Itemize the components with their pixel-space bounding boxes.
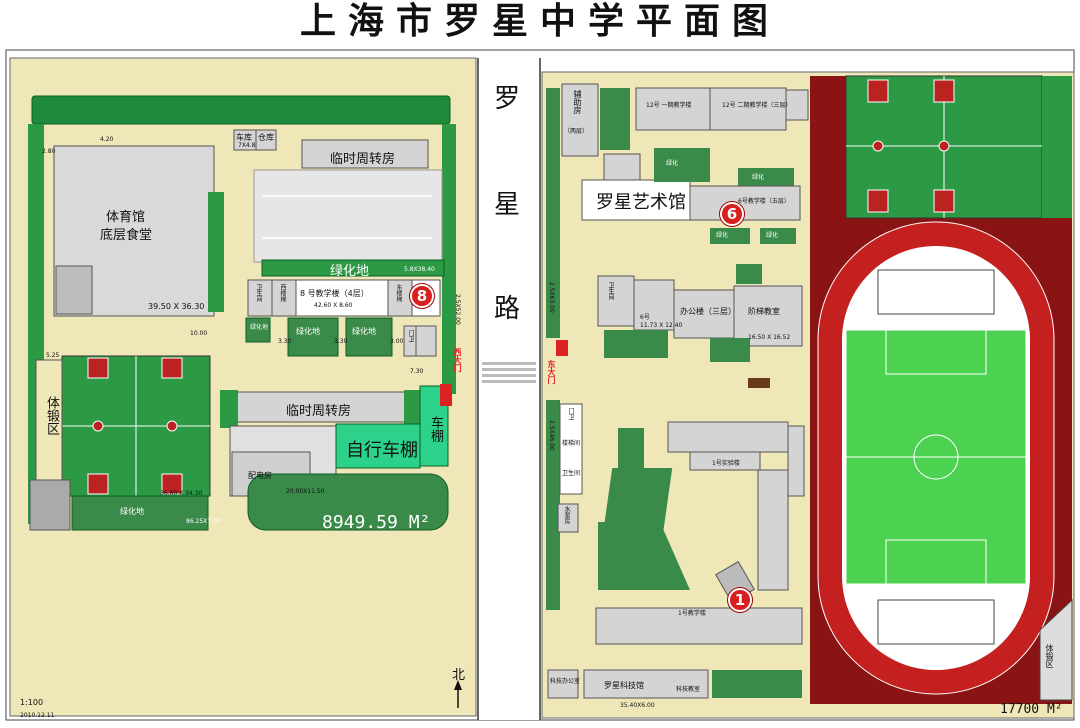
west-guard: 门卫 <box>407 330 414 342</box>
building-6-label: 6号教学楼（五层） <box>738 198 790 205</box>
crosswalk <box>482 362 536 383</box>
marker-6[interactable]: 6 <box>720 202 744 226</box>
east-gate-label: 东大门 <box>547 360 556 384</box>
east-green-c: 绿化 <box>716 232 729 239</box>
dim-5: 7.30 <box>410 368 424 375</box>
b12-right: 12号 二期教学楼（三层） <box>722 102 792 109</box>
road-name-2: 星 <box>494 190 521 220</box>
museum-label: 罗星艺术馆 <box>596 192 686 213</box>
west-pe-area: 体锻区 <box>44 396 59 435</box>
east-toilet-2: 卫生间 <box>562 470 581 477</box>
tech-class-label: 科技教室 <box>676 686 701 693</box>
lecture-hall <box>733 285 803 347</box>
building-8-dim: 42.60 X 8.60 <box>314 302 353 309</box>
east-guard: 门卫 <box>567 408 574 420</box>
gym-label-1: 体育馆 <box>106 210 146 225</box>
scale-label: 1:100 <box>20 698 44 707</box>
green-strip-label: 绿化地 <box>330 264 370 279</box>
building-8-west-stair: 西楼梯 <box>279 284 286 302</box>
aux-floors: （两层） <box>564 128 589 135</box>
warehouse-label: 仓库 <box>258 133 274 142</box>
lecture-dim: 16.50 X 16.52 <box>748 334 791 341</box>
north-label: 北 <box>452 668 466 683</box>
dim-4: 5.25 <box>46 352 60 359</box>
tech-office-label: 科技办公室 <box>550 678 581 685</box>
dim-7: 3.30 <box>278 338 292 345</box>
date-label: 2010.12.11 <box>20 712 55 719</box>
north-arrow-icon <box>454 680 462 708</box>
hedge-right <box>442 124 456 394</box>
marker-8[interactable]: 8 <box>410 284 434 308</box>
bike-shed-label: 自行车棚 <box>346 440 418 461</box>
road-name-1: 罗 <box>494 84 521 114</box>
garage-label: 车库 <box>236 133 252 142</box>
water-room-label: 水泵房 <box>563 506 570 524</box>
office-no: 6号 <box>640 314 650 321</box>
lab-building <box>667 421 789 453</box>
green-bottom-dim: 86.25X7.00 <box>186 518 221 525</box>
hedge-top <box>31 95 451 125</box>
court-dim: 36.60 X 34.30 <box>160 490 203 497</box>
east-stair-room: 楼梯间 <box>562 440 581 447</box>
tech-hall-label: 罗星科技馆 <box>604 681 644 690</box>
lecture-label: 阶梯教室 <box>748 307 780 316</box>
car-shed-label: 车棚 <box>428 416 443 442</box>
tech-hall <box>583 669 709 699</box>
building-8-toilet: 卫生间 <box>255 284 262 302</box>
east-green-b: 绿化 <box>752 174 765 181</box>
dim-6: 2.5X52.00 <box>454 294 461 325</box>
dim-8: 3.30 <box>334 338 348 345</box>
temp-housing-1: 临时周转房 <box>330 152 396 167</box>
west-gate-label: 西大门 <box>453 348 462 372</box>
east-pe-area: 体锻区 <box>1045 644 1054 668</box>
east-dim-left: 2.5X46.00 <box>548 420 555 451</box>
dim-1: 4.20 <box>100 136 114 143</box>
marker-1[interactable]: 1 <box>728 588 752 612</box>
parking-lot <box>253 169 443 263</box>
green-strip-dim: 5.8X38.40 <box>404 266 435 273</box>
east-area: 17700 M² <box>1000 702 1063 717</box>
dim-9: 3.00 <box>390 338 404 345</box>
green-bottom-label: 绿化地 <box>120 507 144 516</box>
art-museum <box>581 179 691 221</box>
east-green-d: 绿化 <box>766 232 779 239</box>
east-green-a: 绿化 <box>666 160 679 167</box>
gym-label-2: 底层食堂 <box>100 228 153 243</box>
building-8-name: 8 号教学楼（4层） <box>300 289 369 298</box>
gym-dim: 39.50 X 36.30 <box>148 302 205 311</box>
building-1 <box>595 607 803 645</box>
road <box>478 58 540 720</box>
office-building <box>673 289 735 339</box>
office-label: 办公楼（三层） <box>680 307 736 316</box>
tech-dim: 35.40X6.00 <box>620 702 655 709</box>
green-b: 绿化地 <box>352 327 376 336</box>
green-c: 绿化地 <box>250 324 269 331</box>
b12-left: 12号 一期教学楼 <box>646 102 692 109</box>
building-1-label: 1号教学楼 <box>678 610 706 617</box>
dim-3: 10.00 <box>190 330 208 337</box>
garage-dim: 7X4.8 <box>238 142 256 149</box>
power-room-dim: 20.00X11.50 <box>286 488 325 495</box>
temp-housing-2: 临时周转房 <box>286 404 352 419</box>
map-title: 上海市罗星中学平面图 <box>299 0 780 42</box>
lab-label: 1号实验楼 <box>712 460 740 467</box>
power-room-label: 配电房 <box>248 471 272 480</box>
east-toilet: 卫生间 <box>607 282 614 300</box>
dim-2: 2.80 <box>42 148 56 155</box>
road-name-3: 路 <box>494 294 521 324</box>
green-a: 绿化地 <box>296 327 320 336</box>
west-area: 8949.59 M² <box>322 512 431 533</box>
building-6 <box>689 185 801 221</box>
building-8-east-stair: 东楼梯 <box>395 284 402 302</box>
office-dim: 11.73 X 12.40 <box>640 322 683 329</box>
aux-house-label: 辅助房 <box>573 90 582 114</box>
east-dim-left-2: 2.5X63.00 <box>548 282 555 313</box>
